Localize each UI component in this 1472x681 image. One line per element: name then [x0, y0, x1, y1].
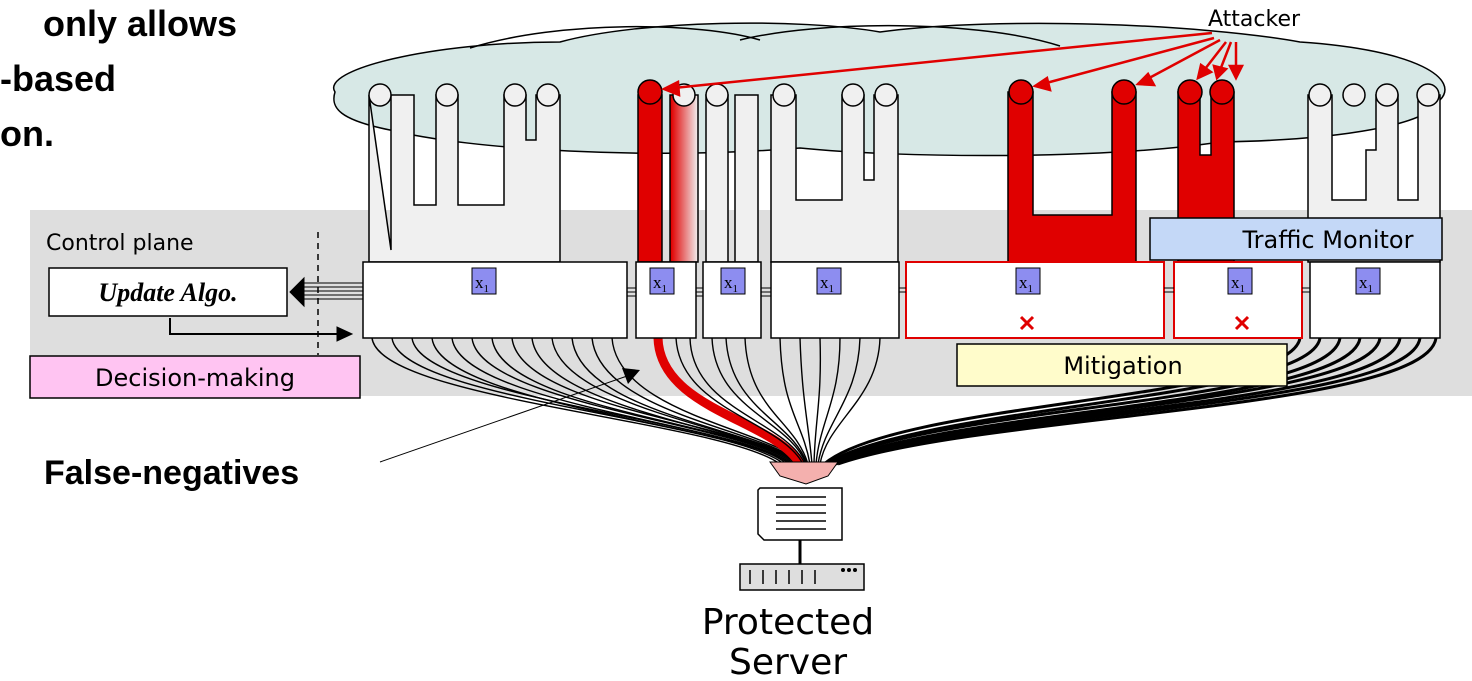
attacker-label: Attacker [1208, 7, 1301, 32]
control-plane-label: Control plane [46, 231, 194, 256]
mitigation-box: Mitigation [957, 344, 1287, 386]
heading-line-1: only allows [43, 3, 237, 44]
false-negatives-label: False-negatives [44, 454, 299, 492]
heading-line-3: on. [0, 113, 54, 154]
switch-7: x1 [1310, 262, 1440, 338]
decision-making-box: Decision-making [30, 356, 360, 398]
server-label-line-2: Server [729, 642, 847, 681]
ingress-funnel [770, 462, 838, 484]
switch-1: x1 [363, 262, 627, 338]
switch-3: x1 [703, 262, 761, 338]
decision-making-label: Decision-making [95, 364, 295, 392]
switch-2: x1 [636, 262, 696, 338]
protected-server: Protected Server [702, 462, 874, 681]
traffic-monitor-box: Traffic Monitor [1150, 218, 1442, 260]
server-rack-icon [740, 564, 864, 590]
mitigation-label: Mitigation [1063, 352, 1182, 380]
update-algo-box: Update Algo. [49, 268, 287, 316]
switch-4: x1 [771, 262, 899, 338]
traffic-monitor-label: Traffic Monitor [1242, 226, 1414, 254]
document-icon [758, 488, 842, 540]
heading-line-2: -based [0, 58, 116, 99]
server-label-line-1: Protected [702, 602, 874, 643]
update-algo-label: Update Algo. [98, 278, 237, 307]
switch-6-mitigated: x1 [1174, 262, 1302, 338]
switch-5-mitigated: x1 [906, 262, 1164, 338]
